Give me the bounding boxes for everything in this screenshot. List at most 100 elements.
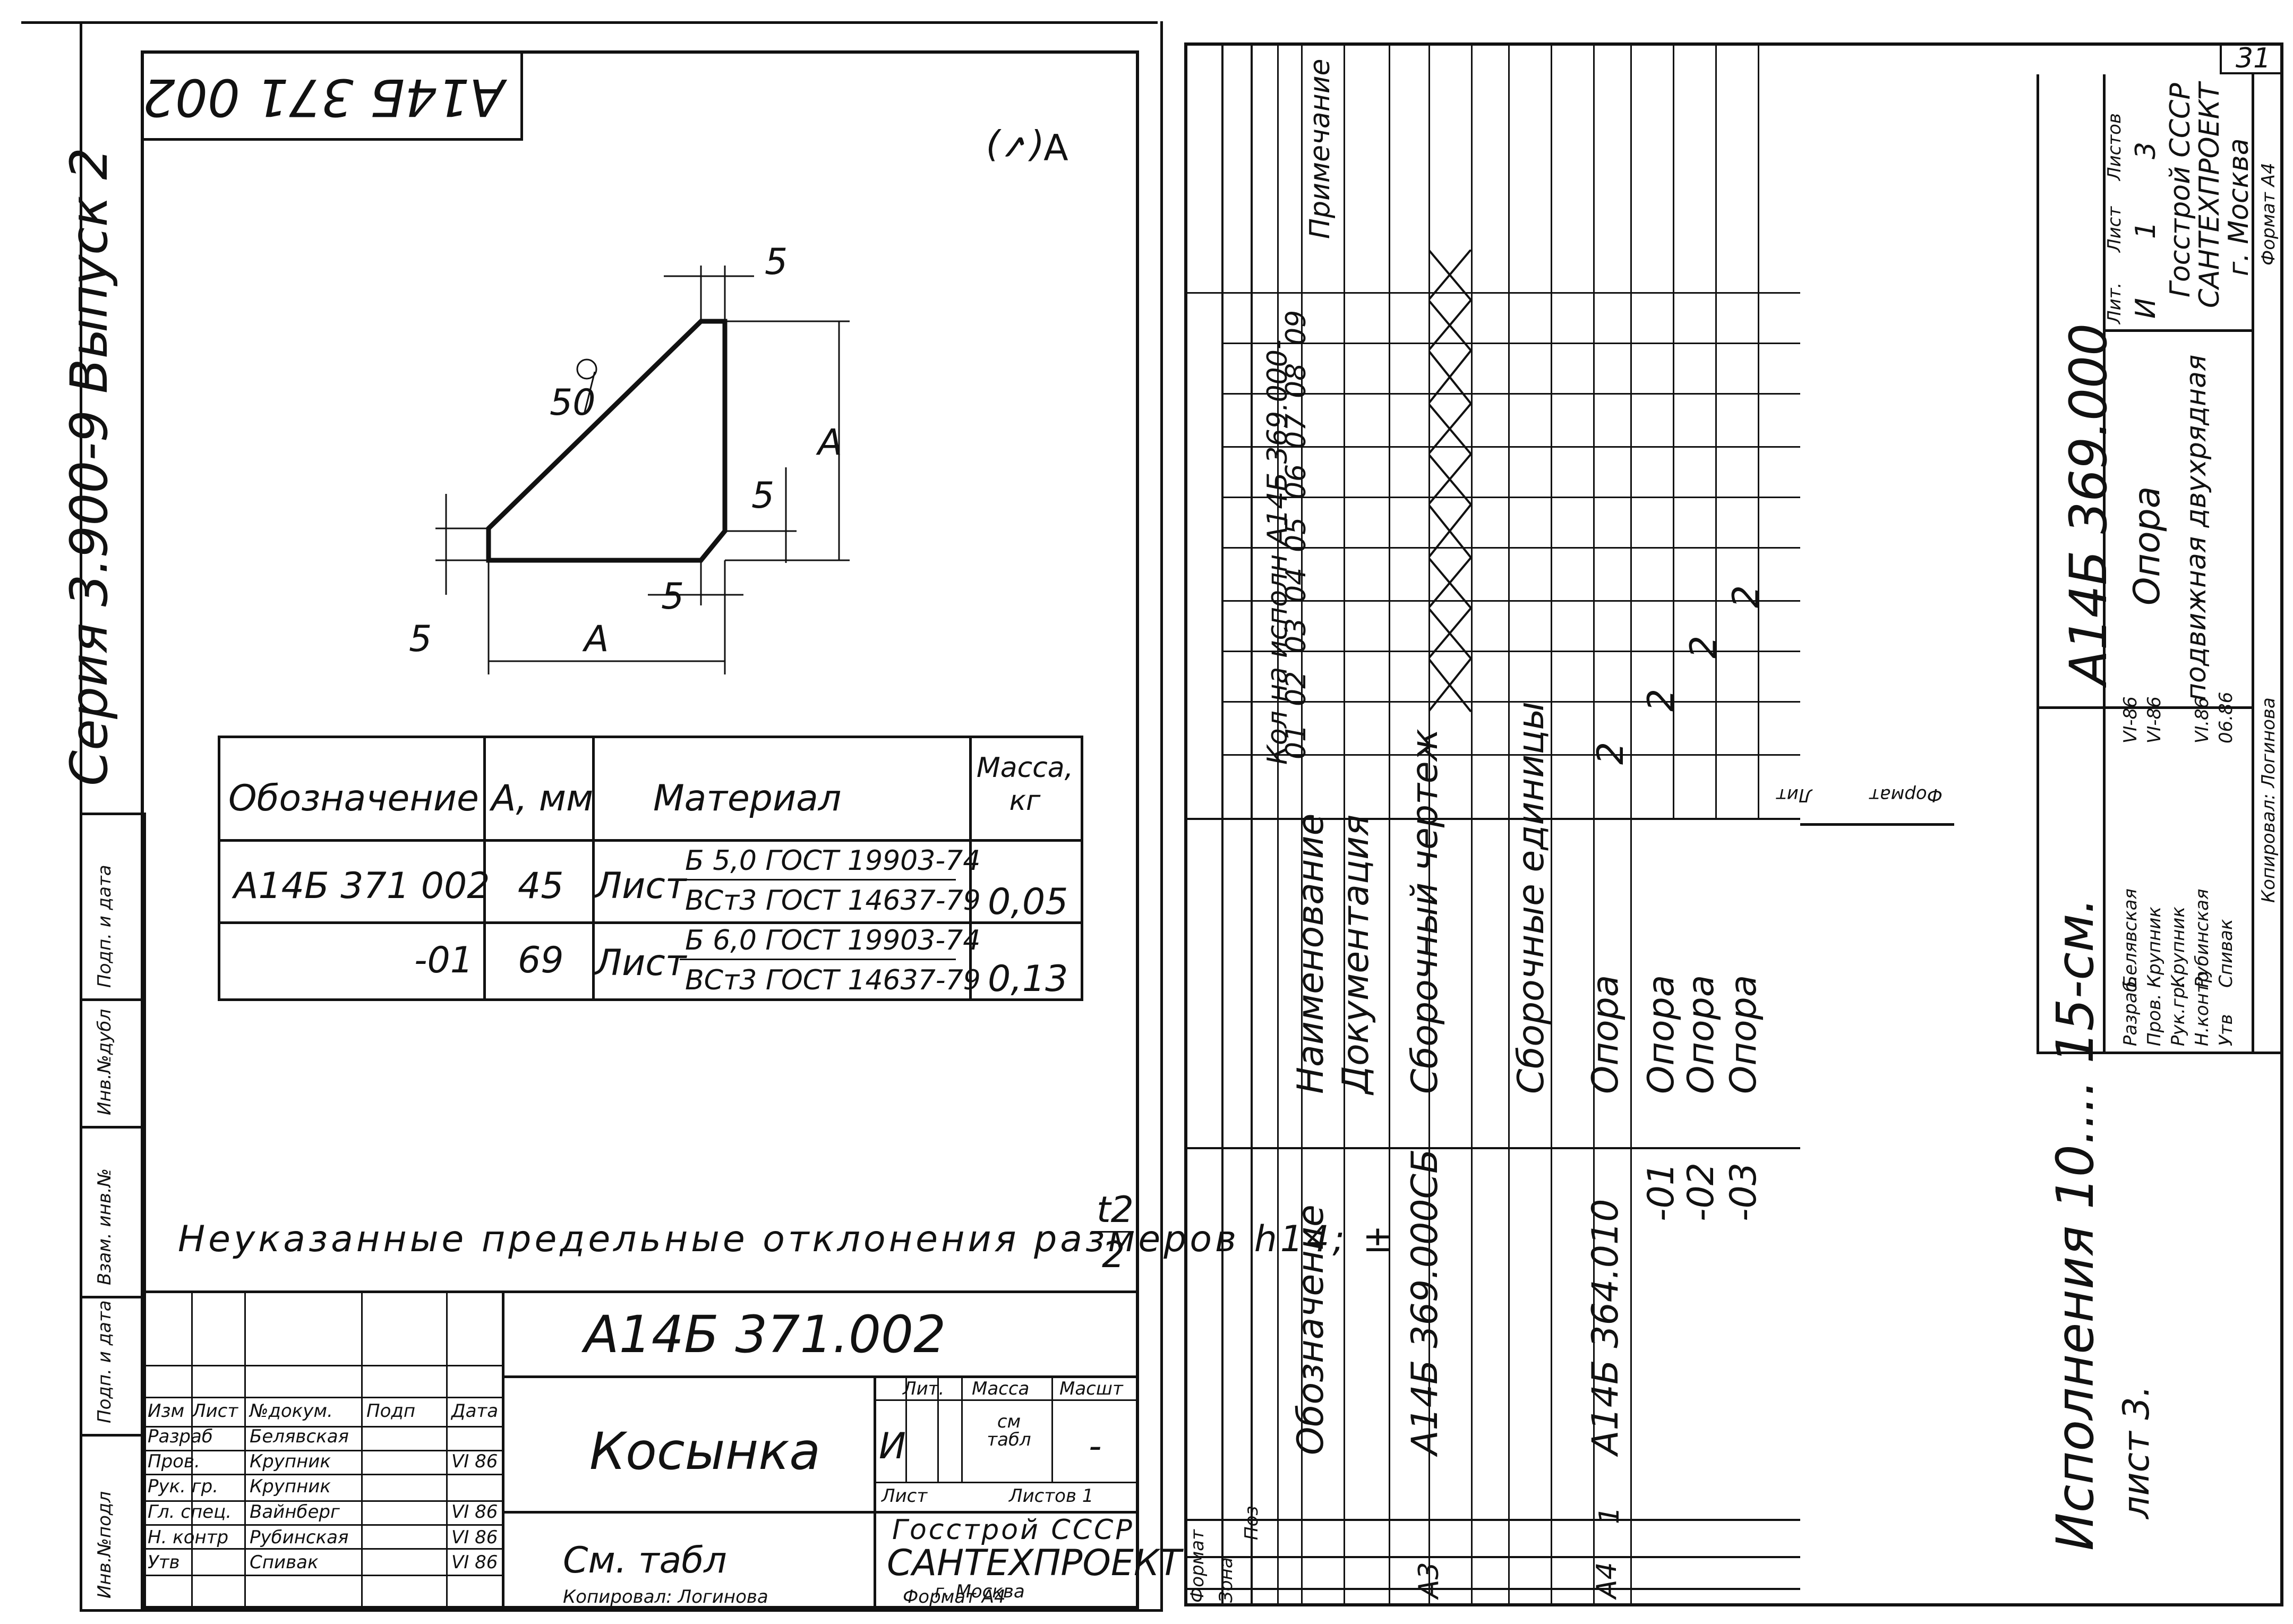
tb-date-4: VI 86 xyxy=(451,1527,498,1548)
row-1-format: А4 xyxy=(1591,1562,1623,1599)
strip-label-3: Инв.№дубл xyxy=(94,1008,115,1115)
dim-top-chamfer: 5 xyxy=(765,241,788,283)
row1-material-bottom: ВСт3 ГОСТ 14637-79 xyxy=(685,885,981,917)
row-03-designation: -03 xyxy=(1723,1162,1765,1221)
hdr-pos: Поз xyxy=(1241,1506,1262,1540)
rtb-person-0: Белявская xyxy=(2120,888,2141,988)
right-sheet-frame xyxy=(1184,42,2283,1606)
dim-side-chamfer: 5 xyxy=(751,475,775,517)
tb-mass-value: см табл xyxy=(987,1411,1031,1450)
rtb-role-2: Рук.гр. xyxy=(2168,981,2189,1046)
row2-frac xyxy=(680,959,956,960)
stamp-format: Формат xyxy=(1869,784,1943,806)
tb-lit-label: Лит. xyxy=(903,1378,945,1399)
tb-name-2: Крупник xyxy=(250,1476,331,1497)
sheet-note: лист 3. xyxy=(2116,1385,2158,1519)
tolerance-frac xyxy=(1091,1231,1134,1233)
tb-org2: САНТЕХПРОЕКТ xyxy=(887,1542,1182,1584)
rtb-person-1: Крупник xyxy=(2144,907,2165,988)
rtb-lit: И xyxy=(2130,298,2162,319)
rtb-role-1: Пров. xyxy=(2144,994,2165,1046)
rtb-org3: г. Москва xyxy=(2223,138,2255,276)
exec-col-07: 07 xyxy=(1280,413,1312,449)
rtb-role-4: Утв xyxy=(2215,1014,2237,1046)
tb-format: Формат А4 xyxy=(903,1586,1006,1608)
tb-date-3: VI 86 xyxy=(451,1501,498,1523)
page-number: 31 xyxy=(2236,42,2271,74)
tb-scale-value: - xyxy=(1089,1425,1102,1467)
row2-mass: 0,13 xyxy=(988,958,1068,1000)
rtb-code: А14Б 369.000 xyxy=(2059,323,2118,685)
series-label: Серия 3.900-9 Выпуск 2 xyxy=(59,147,119,786)
tb-code: А14Б 371.002 xyxy=(584,1305,946,1364)
tb-lit-split xyxy=(874,1375,876,1609)
dim-bevel: 50 xyxy=(550,382,596,424)
tb-name-1: Крупник xyxy=(250,1451,331,1472)
rtb-name-top xyxy=(2103,329,2252,332)
strip-d3 xyxy=(80,1296,143,1298)
tb-name-0: Белявская xyxy=(250,1426,349,1447)
tb-code-line xyxy=(502,1375,1139,1378)
row-1-designation: А14Б 364.010 xyxy=(1585,1199,1627,1455)
hdr-name: Наименование xyxy=(1290,813,1332,1094)
strip-label-2: Взам. инв.№ xyxy=(94,1168,115,1285)
frame-left xyxy=(80,21,82,1609)
rtb-format: Формат А4 xyxy=(2258,163,2279,266)
exec-col-09: 09 xyxy=(1280,310,1312,345)
row-sb-name: Сборочный чертеж xyxy=(1404,729,1446,1094)
row-02-qty: 2 xyxy=(1683,635,1725,659)
tb-org1: Госстрой СССР xyxy=(892,1514,1134,1546)
tb-role-1: Пров. xyxy=(148,1451,200,1472)
hdr-format: Формат xyxy=(1187,1529,1208,1603)
part-drawing xyxy=(435,266,850,674)
rtb-lit-label: Лит. xyxy=(2104,282,2125,324)
row-sb-format: А3 xyxy=(1413,1562,1445,1599)
rtb-person-3: Рубинская xyxy=(2192,888,2213,988)
rtb-org1: Госстрой СССР xyxy=(2164,83,2196,297)
exec-col-06: 06 xyxy=(1280,464,1312,499)
tcol3 xyxy=(969,736,972,1001)
rtb-org2: САНТЕХПРОЕКТ xyxy=(2194,82,2226,308)
dim-width: А xyxy=(584,618,609,660)
tb-lit-v3 xyxy=(961,1375,963,1482)
sb-cross-marks xyxy=(1428,250,1471,713)
tb-lit-v2 xyxy=(937,1375,939,1482)
hdr-designation: Обозначение xyxy=(1290,1204,1332,1455)
spec-table xyxy=(1184,42,1800,1606)
tolerance-den: 2 xyxy=(1102,1234,1125,1276)
exec-col-02: 02 xyxy=(1280,671,1312,706)
tb-copied: Копировал: Логинова xyxy=(563,1586,768,1608)
tb-name: Косынка xyxy=(589,1422,821,1481)
hdr-note: Примечание xyxy=(1304,58,1336,240)
parts-table xyxy=(218,736,1083,1001)
tb-role-3: Гл. спец. xyxy=(148,1501,232,1523)
tb-lit-v1 xyxy=(905,1375,907,1482)
row-documentation: Документация xyxy=(1335,814,1377,1094)
rtb-date-0: VI-86 xyxy=(2120,696,2141,743)
row-1-pos: 1 xyxy=(1594,1506,1625,1524)
strip-d4 xyxy=(80,1434,143,1437)
row-01-name: Опора xyxy=(1640,975,1682,1094)
rtb-people-top xyxy=(2037,706,2252,709)
row2-material-bottom: ВСт3 ГОСТ 14637-79 xyxy=(685,964,981,996)
tb-top xyxy=(143,1290,1139,1293)
exec-col-05: 05 xyxy=(1280,517,1312,552)
row-02-name: Опора xyxy=(1680,975,1722,1094)
tcol1 xyxy=(483,736,486,1001)
tb-scale-label: Масшт xyxy=(1059,1378,1123,1399)
dim-left-height: 5 xyxy=(409,618,432,660)
rtb-sheets: 3 xyxy=(2130,141,2162,159)
th-mass: Масса, кг xyxy=(976,752,1074,817)
row2-a-mm: 69 xyxy=(518,939,564,981)
tolerance-note: Неуказанные предельные отклонения размер… xyxy=(178,1218,1396,1260)
exec-col-01: 01 xyxy=(1280,724,1312,759)
trow1 xyxy=(218,839,1083,842)
row-03-name: Опора xyxy=(1723,975,1765,1094)
th-designation: Обозначение xyxy=(228,777,479,819)
tb-role-5: Утв xyxy=(148,1552,180,1573)
stamp-top xyxy=(1800,823,1954,826)
row1-designation: А14Б 371 002 xyxy=(234,865,490,907)
tb-name-5: Спивак xyxy=(250,1552,319,1573)
row-03-qty: 2 xyxy=(1725,585,1767,608)
row1-frac xyxy=(680,879,956,881)
